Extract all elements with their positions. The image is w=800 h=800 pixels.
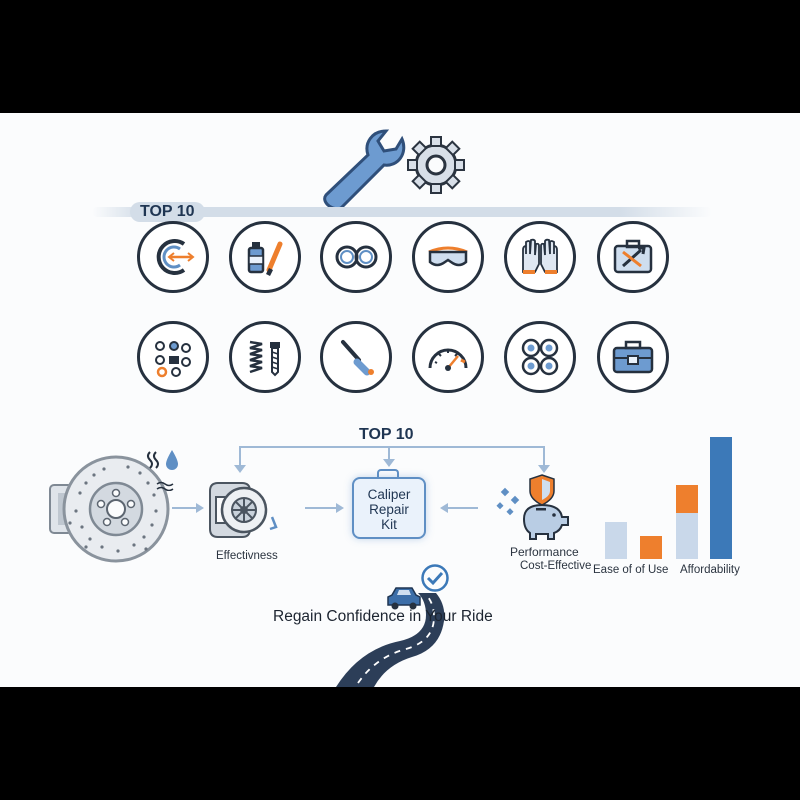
- bar-affordability-blue: [710, 437, 732, 559]
- road-icon: [336, 593, 445, 687]
- bar-1-segment-1: [605, 522, 627, 559]
- piggy-bank-shield-icon: [496, 474, 569, 540]
- infographic-canvas: TOP 10 TOP 10: [0, 113, 800, 687]
- performance-label: Performance: [510, 545, 579, 559]
- check-icon: [421, 564, 449, 592]
- pressure-gauge-icon: [412, 321, 484, 393]
- piston-tool-icon: [320, 321, 392, 393]
- seals-icon: [504, 321, 576, 393]
- bar-3-segment-1: [676, 513, 698, 559]
- car-icon: [387, 587, 421, 610]
- top-10-bar: [92, 207, 712, 217]
- brake-rotor-icon: [137, 221, 209, 293]
- brake-fluid-brush-icon: [229, 221, 301, 293]
- top-10-label: TOP 10: [130, 202, 205, 222]
- effectiveness-label: Effectivness: [216, 550, 278, 562]
- caliper-repair-kit-box: Caliper Repair Kit: [352, 477, 426, 539]
- bar-4-segment-1: [710, 437, 732, 559]
- bar-3-segment-2: [676, 485, 698, 513]
- bar-affordability-stack: [676, 485, 698, 559]
- bar-2-segment-1: [640, 536, 662, 559]
- hardware-parts-icon: [137, 321, 209, 393]
- tagline: Regain Confidence in Your Ride: [273, 608, 493, 625]
- kit-line-2: Repair: [369, 502, 409, 517]
- bar-chart: [600, 433, 740, 559]
- toolbox-icon: [597, 321, 669, 393]
- heat-wave-icon: [156, 481, 174, 491]
- heat-water-icon: [147, 450, 178, 470]
- bar-ease-orange: [640, 536, 662, 559]
- brake-rotor-large-icon: [49, 455, 170, 563]
- cost-effective-label: Cost-Effective: [520, 560, 592, 572]
- kit-handle: [377, 469, 399, 479]
- bar-ease-light: [605, 522, 627, 559]
- ease-of-use-label: Ease of of Use: [593, 564, 669, 576]
- kit-line-3: Kit: [381, 517, 397, 532]
- o-rings-icon: [320, 221, 392, 293]
- top-10-diagram-label: TOP 10: [359, 426, 414, 443]
- affordability-label: Affordability: [680, 564, 740, 576]
- spring-bolt-icon: [229, 321, 301, 393]
- safety-goggles-icon: [412, 221, 484, 293]
- caliper-icon: [209, 482, 278, 538]
- work-gloves-icon: [504, 221, 576, 293]
- wrench-gear-header-icon: [323, 129, 465, 211]
- tool-case-icon: [597, 221, 669, 293]
- kit-line-1: Caliper: [367, 487, 411, 502]
